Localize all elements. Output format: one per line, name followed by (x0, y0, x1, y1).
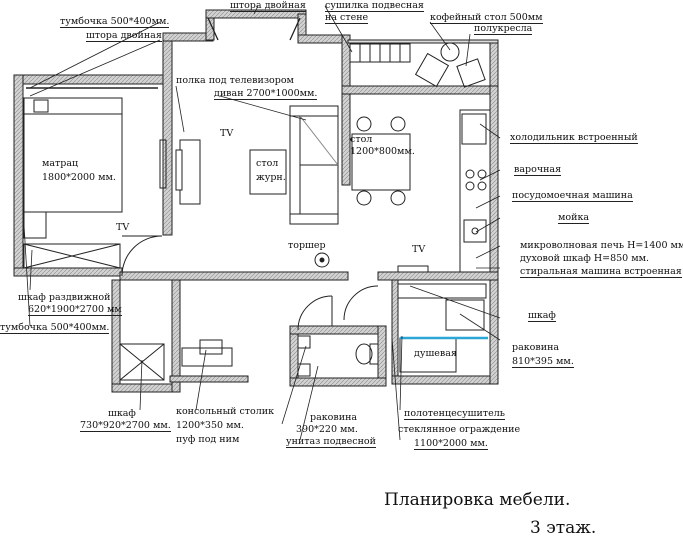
label-bath-sink-1: раковина (512, 342, 560, 353)
label-armchairs: полукресла (474, 23, 533, 35)
label-tv-living: TV (220, 128, 234, 139)
label-sliding-wardrobe-2: 620*1900*2700 мм (28, 304, 122, 316)
kitchen-sink (463, 219, 487, 243)
bed (23, 97, 123, 213)
plan-title: Планировка мебели. (384, 490, 571, 510)
label-glass-1: стеклянное ограждение (398, 424, 521, 435)
label-coffee-table-living-2: журн. (256, 172, 286, 183)
wc-fixture (297, 335, 311, 349)
label-pouf: пуф под ним (176, 434, 240, 445)
label-towel-rail: полотенцесушитель (404, 408, 505, 420)
kitchen-tv (397, 265, 429, 273)
chair (356, 190, 372, 206)
balcony-coffee-table (440, 42, 460, 62)
nightstand-bottom (23, 211, 47, 239)
bedroom-door-arc (121, 235, 163, 277)
tv-shelf (179, 139, 201, 205)
console-table (181, 347, 233, 367)
label-mattress-1: матрац (42, 158, 79, 169)
label-bath-sink-2: 810*395 мм. (512, 356, 574, 368)
chair (390, 190, 406, 206)
label-sliding-wardrobe-1: шкаф раздвижной (18, 292, 111, 303)
label-fridge: холодильник встроенный (510, 132, 638, 144)
label-tv-shelf: полка под телевизором (176, 75, 294, 86)
label-dryer-2: на стене (325, 12, 369, 24)
label-wc-sink-1: раковина (310, 412, 358, 423)
label-dining-table-1: стол (350, 134, 373, 145)
label-dining-table-2: 1200*800мм. (350, 146, 415, 157)
label-dryer-1: сушилка подвесная (325, 0, 424, 12)
coffee-table (249, 149, 287, 195)
label-wc-sink-2: 390*220 мм. (296, 424, 358, 435)
bed-headboard (23, 97, 123, 115)
label-coffee-table-living-1: стол (256, 158, 279, 169)
label-kitchen-sink: мойка (558, 212, 590, 224)
leader-lines (23, 5, 501, 441)
label-mattress-2: 1800*2000 мм. (42, 172, 116, 183)
label-curtain-top: штора двойная (230, 0, 306, 12)
label-microwave: микроволновая печь H=1400 мм. (520, 240, 683, 251)
label-tv-bedroom: TV (116, 222, 130, 233)
armchair (414, 52, 450, 88)
label-console-2: 1200*350 мм. (176, 420, 244, 431)
walls (13, 9, 499, 393)
bathroom-cabinet (397, 283, 487, 299)
chair (390, 116, 406, 132)
dining-table (351, 133, 411, 191)
label-nightstand-bottom: тумбочка 500*400мм. (0, 322, 110, 334)
label-sofa: диван 2700*1000мм. (214, 88, 318, 100)
floor-lamp (314, 252, 330, 268)
label-glass-2: 1100*2000 мм. (414, 438, 488, 450)
label-hall-wardrobe-1: шкаф (108, 408, 136, 419)
label-floor-lamp: торшер (288, 240, 326, 251)
label-cabinet-bath: шкаф (528, 310, 556, 322)
label-coffee-table: кофейный стол 500мм (430, 12, 543, 24)
label-oven: духовой шкаф H=850 мм. (520, 253, 650, 264)
plan-floor: 3 этаж. (530, 518, 597, 538)
label-nightstand-top: тумбочка 500*400мм. (60, 16, 170, 28)
hallway-wardrobe (119, 343, 165, 381)
chair (356, 116, 372, 132)
armchair (456, 58, 486, 88)
label-cooktop: варочная (514, 164, 562, 176)
label-dishwasher: посудомоечная машина (512, 190, 633, 202)
label-hall-wardrobe-2: 730*920*2700 мм. (80, 420, 171, 432)
label-curtain-left: штора двойная (86, 30, 162, 42)
label-console-1: консольный столик (176, 406, 275, 417)
bedroom-wardrobe (23, 243, 121, 269)
furniture (23, 17, 491, 381)
bath-sink (445, 299, 485, 331)
label-tv-kitchen: TV (412, 244, 426, 255)
kitchen-counter (459, 109, 491, 273)
toilet (355, 343, 373, 365)
bedroom-tv (159, 139, 167, 189)
label-washing-machine: стиральная машина встроенная (520, 266, 682, 278)
nightstand-top (33, 99, 49, 113)
label-toilet: унитаз подвесной (286, 436, 376, 448)
label-shower: душевая (414, 348, 457, 359)
